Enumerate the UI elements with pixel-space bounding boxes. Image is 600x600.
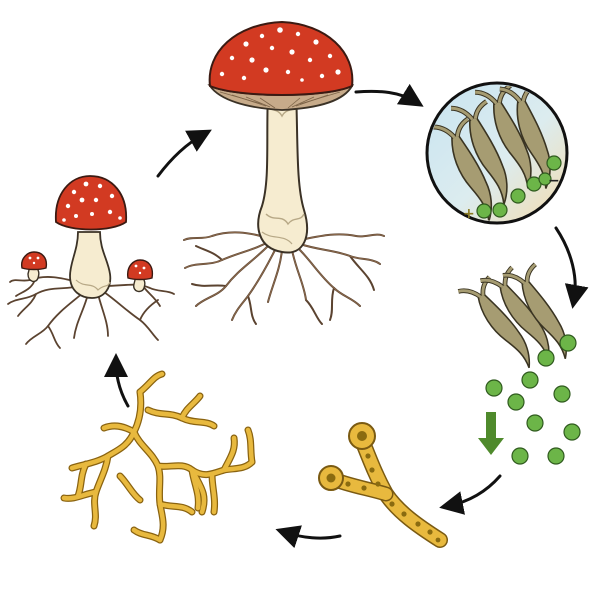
arrow-closeup-to-spores [554, 226, 589, 309]
falling-spores-arrow-icon [478, 412, 504, 455]
arrow-spores-to-hypha [439, 474, 502, 515]
young-mushroom-cap [55, 175, 127, 231]
young-mushroom-stem [69, 231, 112, 299]
mature-mushroom-icon [183, 20, 385, 325]
small-mushroom-left [20, 251, 48, 283]
arrow-mature-to-closeup [354, 83, 424, 107]
spores [485, 334, 581, 465]
arrow-young-to-mature [156, 129, 212, 178]
arrow-mycelium-to-young [104, 353, 130, 408]
cycle-arrows [104, 83, 589, 549]
mycelium-icon [60, 370, 256, 544]
basidia-closeup-icon: + − [425, 81, 569, 225]
young-mushrooms-icon [7, 175, 175, 349]
young-mushrooms-roots [7, 276, 175, 349]
mating-type-plus-label: + [463, 206, 475, 222]
spore-release-icon [458, 262, 581, 465]
germinating-spores-icon [318, 422, 448, 548]
small-mushroom-right [126, 259, 154, 293]
mating-type-minus-label: − [548, 173, 560, 189]
mature-mushroom-cap-spots [219, 27, 341, 82]
arrow-hypha-to-mycelium [275, 525, 342, 549]
mature-mushroom-stem [257, 89, 308, 254]
